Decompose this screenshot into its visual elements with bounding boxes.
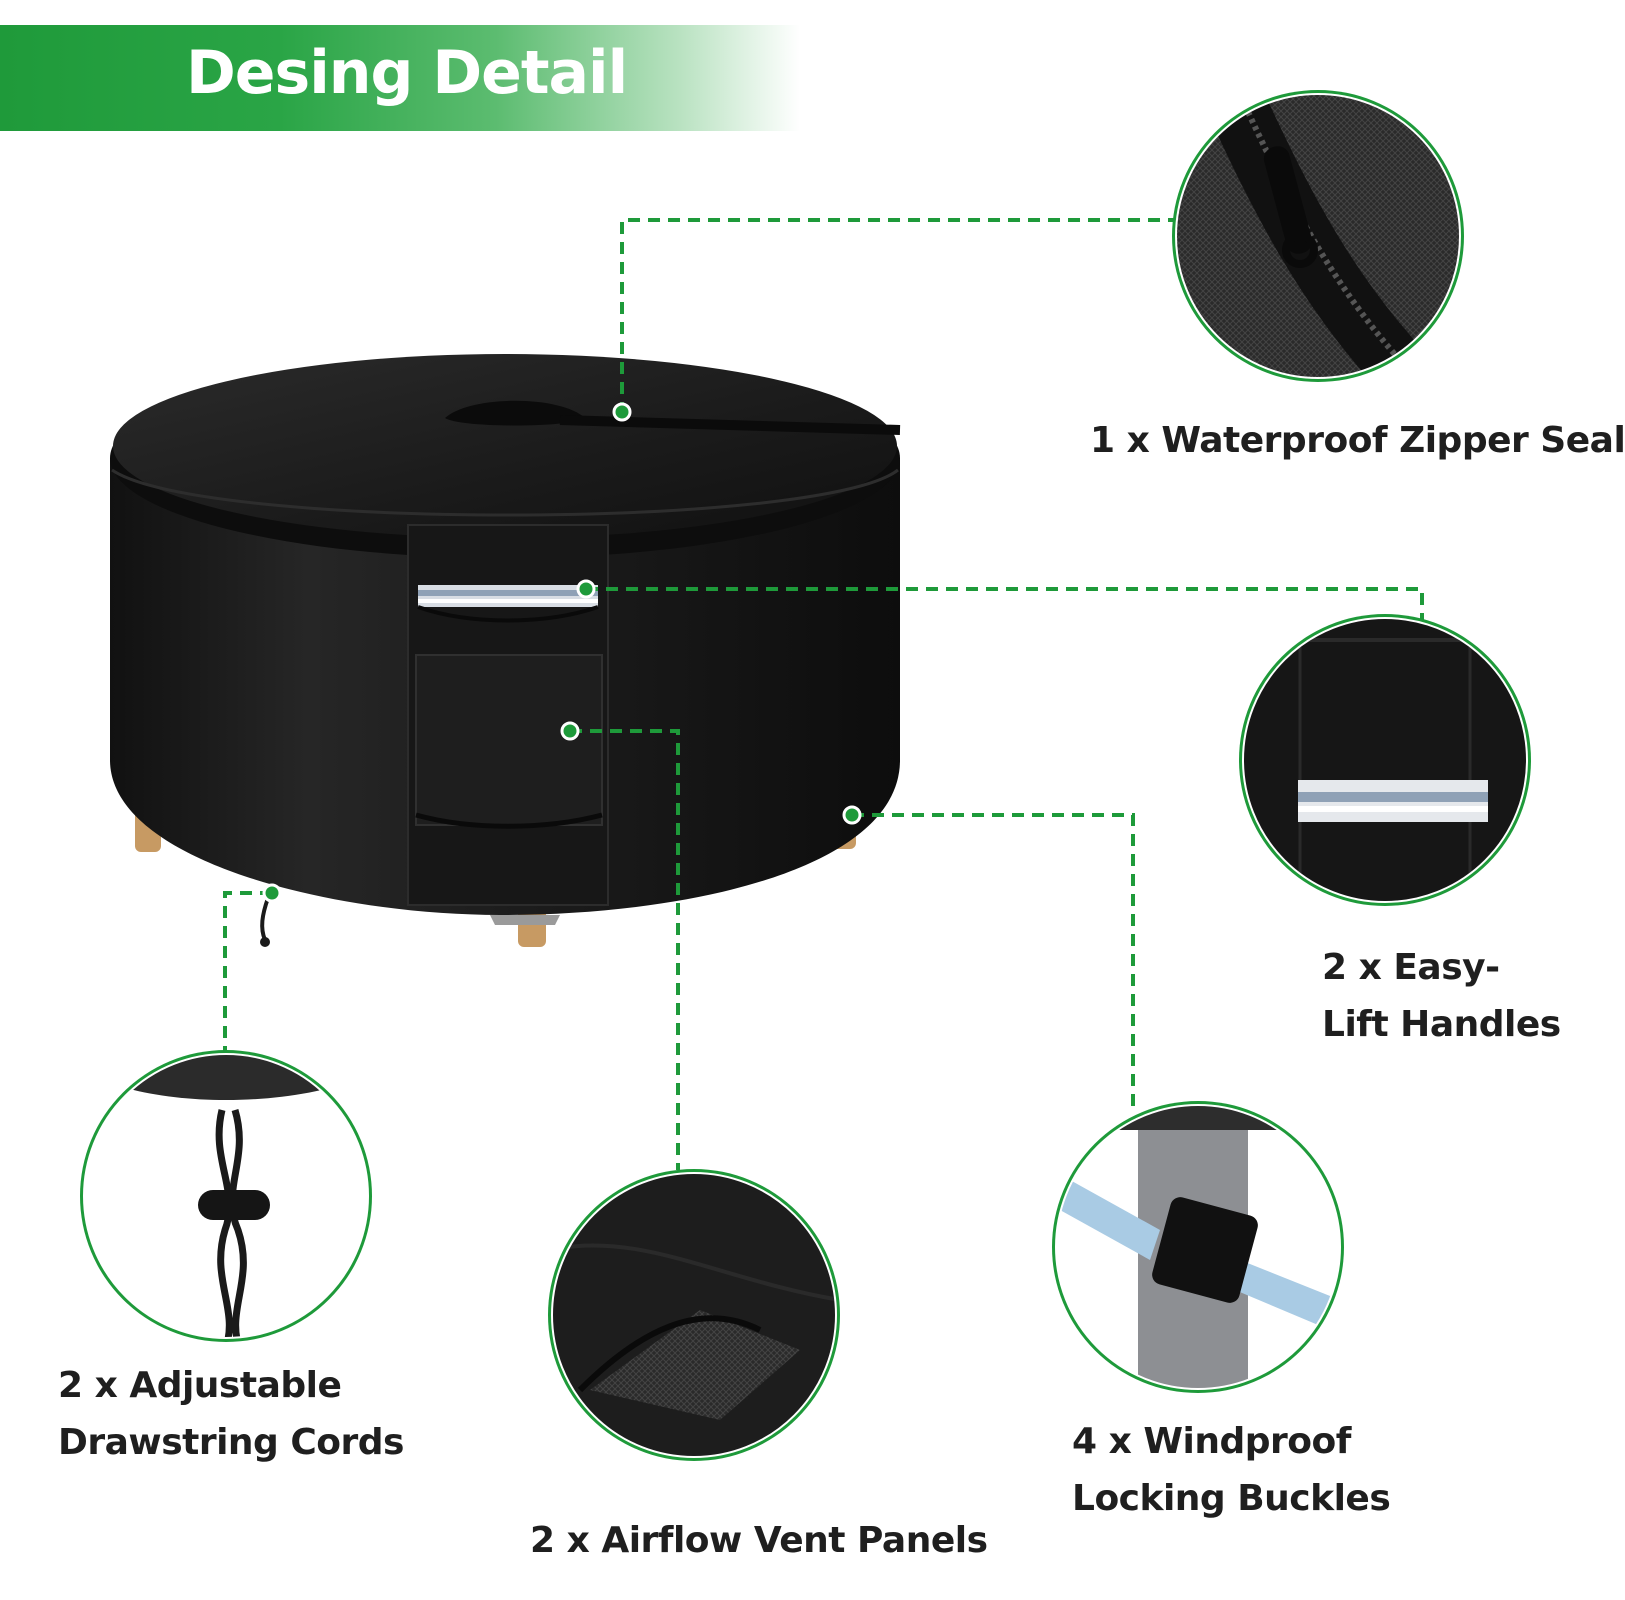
feature-label-drawstring: 2 x Adjustable Drawstring Cords (58, 1357, 404, 1471)
feature-line: 1 x Waterproof Zipper Seal (1090, 420, 1625, 461)
feature-label-vents: 2 x Airflow Vent Panels (530, 1512, 988, 1569)
zipper-closeup (1172, 90, 1464, 382)
feature-label-handles: 2 x Easy- Lift Handles (1322, 939, 1561, 1053)
connector-dots (262, 402, 862, 903)
feature-line: 2 x Easy- (1322, 947, 1500, 988)
feature-label-buckles: 4 x Windproof Locking Buckles (1072, 1413, 1391, 1527)
feature-label-zipper: 1 x Waterproof Zipper Seal (1090, 412, 1625, 469)
feature-line: Drawstring Cords (58, 1422, 404, 1463)
feature-line: 2 x Adjustable (58, 1365, 342, 1406)
feature-line: 4 x Windproof (1072, 1421, 1351, 1462)
vent-closeup (548, 1169, 840, 1461)
feature-line: Lift Handles (1322, 1004, 1561, 1045)
feature-line: 2 x Airflow Vent Panels (530, 1520, 988, 1561)
connector-lines (223, 218, 1424, 1170)
title-banner (0, 25, 800, 131)
page-title: Desing Detail (186, 38, 628, 108)
feature-line: Locking Buckles (1072, 1478, 1391, 1519)
buckle-closeup (1052, 1101, 1344, 1393)
round-cover (110, 354, 901, 947)
handle-closeup (1239, 614, 1531, 906)
drawstring-closeup (80, 1050, 372, 1342)
